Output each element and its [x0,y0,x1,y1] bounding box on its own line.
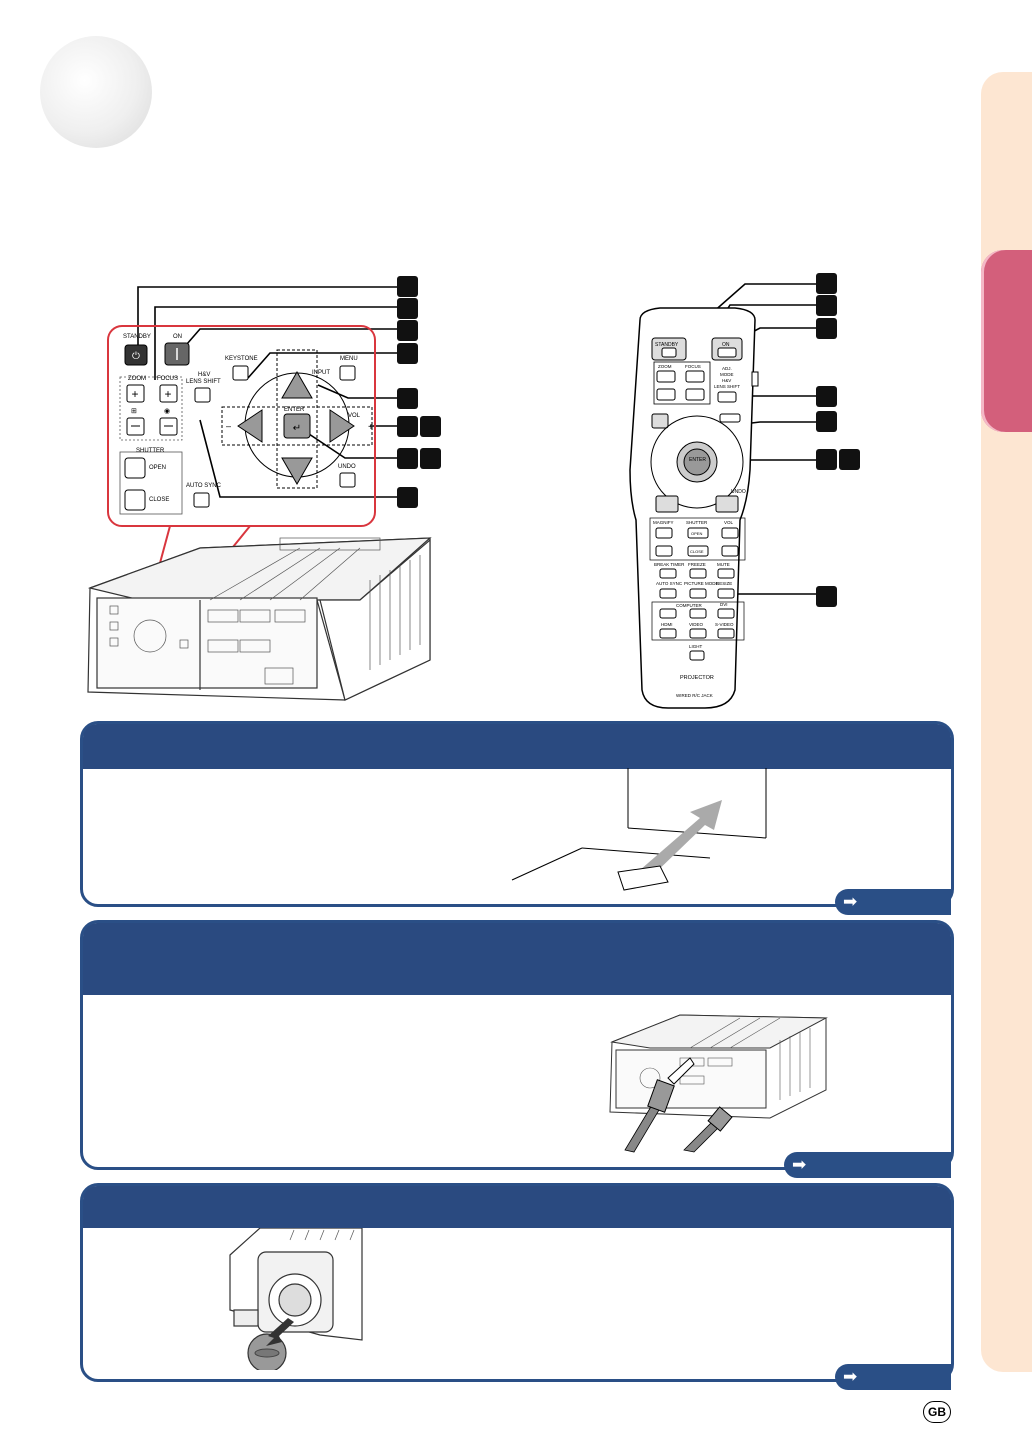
svg-text:RESIZE: RESIZE [716,581,732,586]
svg-text:AUTO SYNC: AUTO SYNC [186,483,222,489]
svg-text:COMPUTER: COMPUTER [676,603,703,608]
arrow-right-icon: ➡ [843,892,858,911]
svg-text:DVI: DVI [720,602,728,607]
screen-setup-illustration [511,768,767,891]
svg-text:KEYSTONE: KEYSTONE [225,356,258,362]
page-reference-tag[interactable]: ➡ [784,1152,951,1178]
svg-text:◉: ◉ [164,408,170,415]
number-badge [816,273,837,294]
side-index-tab-active[interactable] [981,250,1032,432]
svg-text:PICTURE MODE: PICTURE MODE [684,581,719,586]
number-badge [397,343,418,364]
svg-text:CLOSE: CLOSE [690,549,704,554]
number-badge [397,298,418,319]
projector-control-panel-illustration: STANDBY ⏻ ON KEYSTONE MENU INPUT ZOOM FO… [87,286,432,701]
svg-text:ON: ON [722,342,730,348]
lens-cap-removal-illustration [229,1228,363,1370]
svg-text:ON: ON [173,334,182,340]
page-reference-tag[interactable]: ➡ [835,1364,951,1390]
svg-text:FREEZE: FREEZE [688,562,706,567]
standby-label: STANDBY [123,334,151,340]
number-badge [397,487,418,508]
svg-text:+: + [131,387,138,401]
number-badge [816,386,837,407]
number-badge [397,320,418,341]
number-badge [816,586,837,607]
svg-text:VOL: VOL [724,520,734,525]
svg-text:VIDEO: VIDEO [689,622,704,627]
enter-button [283,413,311,439]
svg-text:LENS SHIFT: LENS SHIFT [714,384,740,389]
svg-text:ZOOM: ZOOM [658,364,672,369]
svg-text:MAGNIFY: MAGNIFY [653,520,674,525]
number-badge [397,276,418,297]
svg-text:UNDO: UNDO [338,464,356,470]
svg-text:BREAK TIMER: BREAK TIMER [654,562,685,567]
setup-panel-header [83,724,951,769]
svg-text:↵: ↵ [293,423,301,434]
remote-control-illustration: STANDBY ON ZOOM FOCUS ADJ. MODE H&V LENS… [629,283,816,709]
svg-text:LENS SHIFT: LENS SHIFT [186,379,221,385]
svg-text:+: + [368,422,374,433]
connection-panel-header [83,923,951,995]
number-badge [397,416,418,437]
svg-text:H&V: H&V [198,372,210,378]
svg-text:ADJ.: ADJ. [722,366,732,371]
svg-text:LIGHT: LIGHT [689,644,703,649]
number-badge [816,449,837,470]
number-badge [397,388,418,409]
page-reference-tag[interactable]: ➡ [835,889,951,915]
svg-text:MUTE: MUTE [717,562,730,567]
svg-text:ENTER: ENTER [689,457,706,463]
lens-cap-panel [80,1183,954,1382]
svg-text:ENTER: ENTER [284,407,305,413]
svg-text:CLOSE: CLOSE [149,497,169,503]
svg-text:+: + [164,387,171,401]
cable-connection-illustration [609,1014,828,1153]
lens-cap-panel-header [83,1186,951,1228]
svg-text:VOL: VOL [348,413,361,419]
number-badge [839,449,860,470]
setup-panel [80,721,954,907]
svg-text:INPUT: INPUT [312,370,330,376]
svg-text:H&V: H&V [722,378,731,383]
svg-text:⊞: ⊞ [131,408,137,415]
arrow-right-icon: ➡ [792,1155,807,1174]
svg-text:AUTO SYNC: AUTO SYNC [656,581,683,586]
svg-text:ZOOM: ZOOM [128,376,146,382]
svg-text:HDMI: HDMI [661,622,673,627]
keystone-button [232,365,249,381]
svg-text:PROJECTOR: PROJECTOR [680,675,714,681]
svg-text:⏻: ⏻ [132,351,140,362]
number-badge [420,416,441,437]
svg-text:STANDBY: STANDBY [655,342,679,348]
menu-button [339,365,356,381]
svg-text:S-VIDEO: S-VIDEO [715,622,734,627]
svg-text:UNDO: UNDO [731,489,746,495]
svg-text:FOCUS: FOCUS [157,376,178,382]
number-badge [397,448,418,469]
svg-text:OPEN: OPEN [691,531,702,536]
svg-text:OPEN: OPEN [149,465,166,471]
svg-text:MODE: MODE [720,372,734,377]
svg-text:–: – [226,421,231,431]
standby-button [124,344,148,366]
number-badge [816,411,837,432]
svg-text:FOCUS: FOCUS [685,364,701,369]
svg-text:SHUTTER: SHUTTER [686,520,708,525]
number-badge [420,448,441,469]
svg-text:WIRED R/C JACK: WIRED R/C JACK [676,693,713,698]
number-badge [816,295,837,316]
number-badge [816,318,837,339]
header-circle-decoration [40,36,152,148]
svg-text:SHUTTER: SHUTTER [136,448,165,454]
language-badge: GB [923,1401,951,1423]
connection-panel [80,920,954,1170]
arrow-right-icon: ➡ [843,1367,858,1386]
svg-text:MENU: MENU [340,356,358,362]
